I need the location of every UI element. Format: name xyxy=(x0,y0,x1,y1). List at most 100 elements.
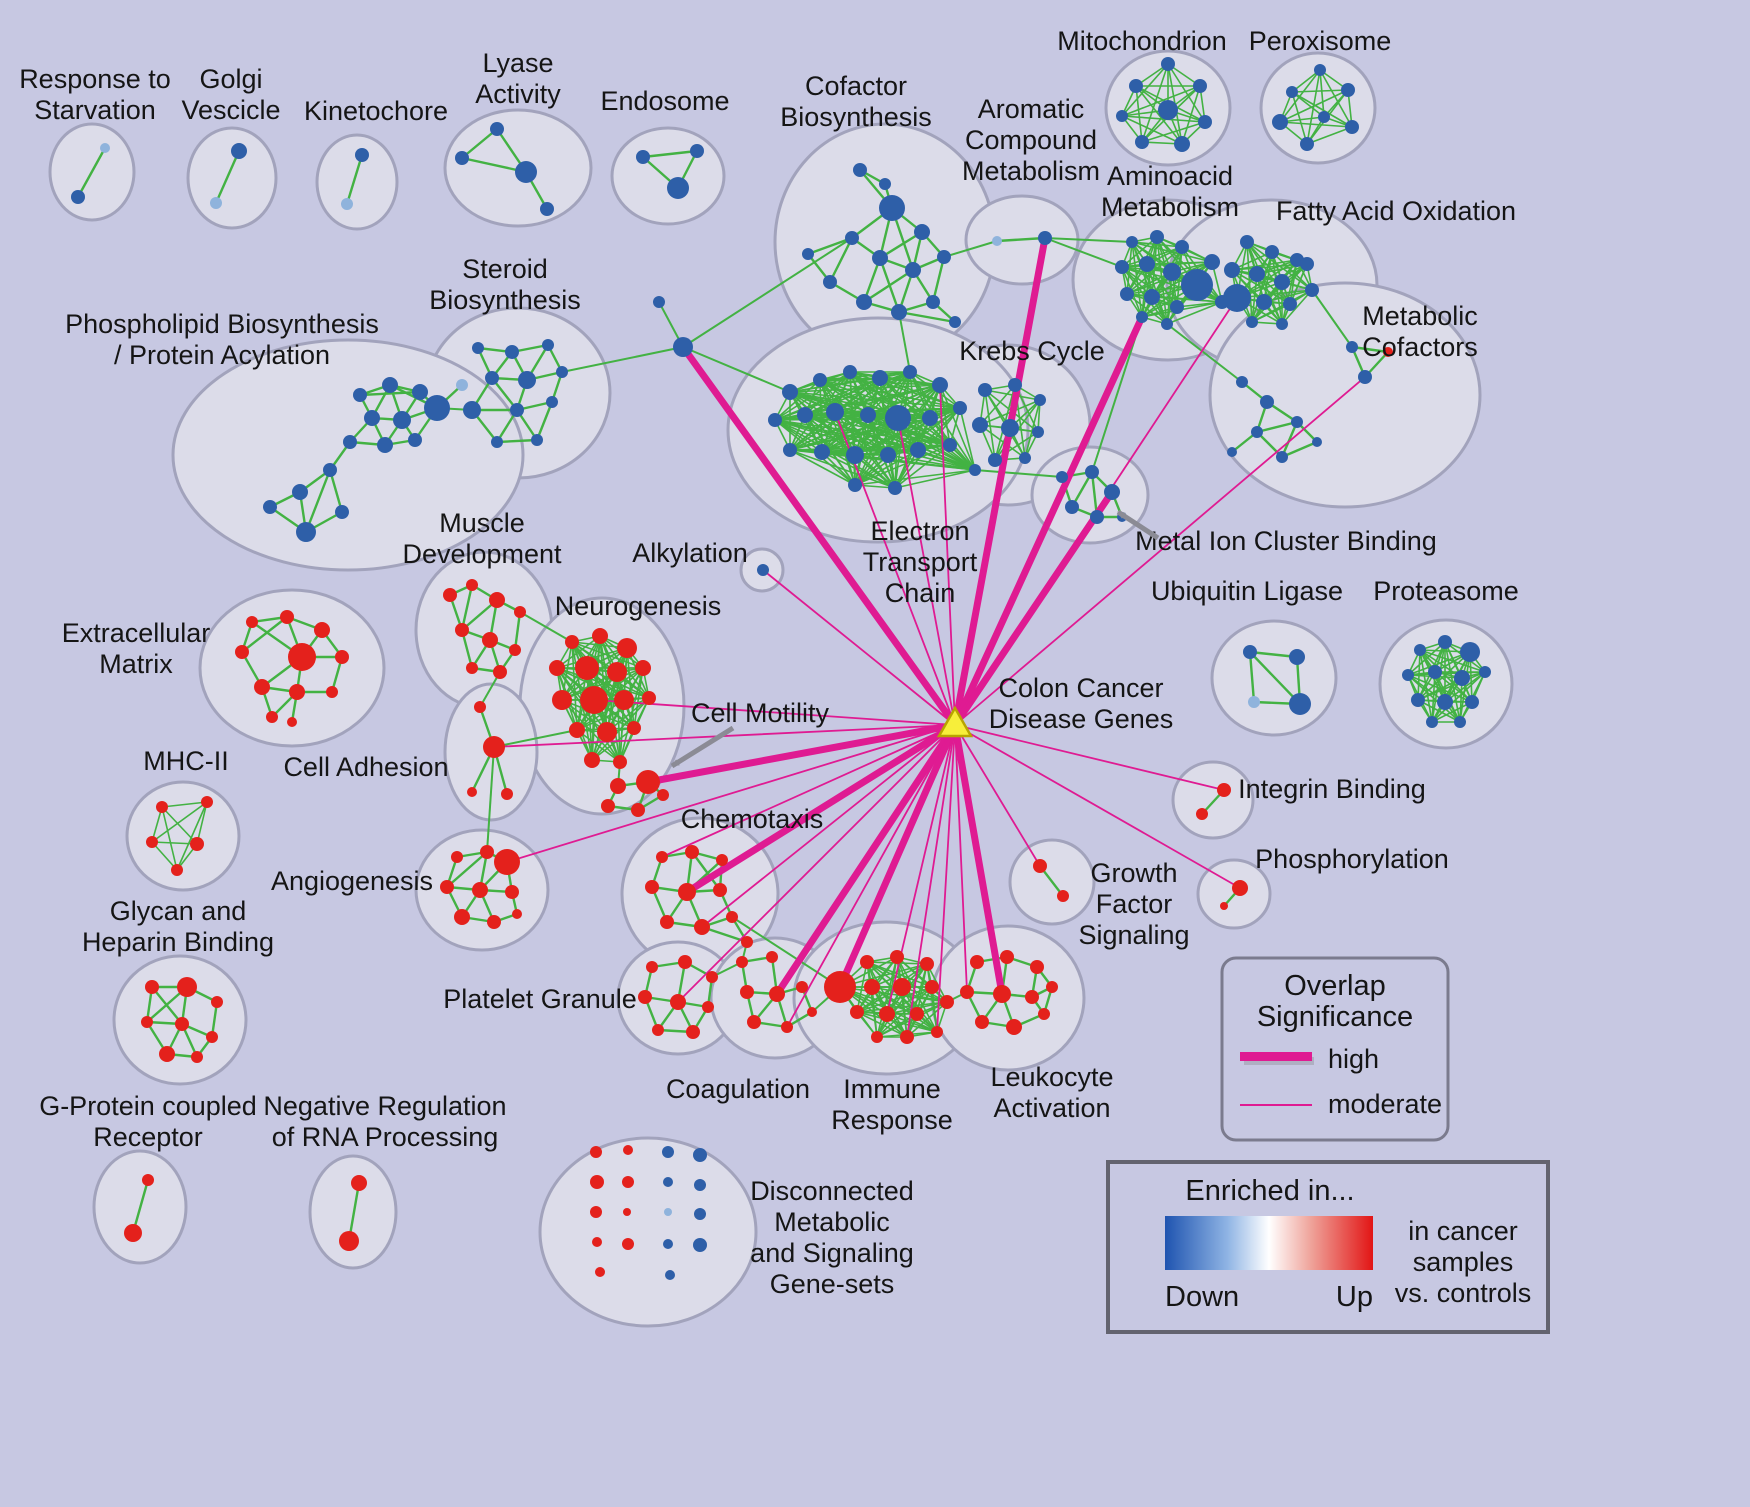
gene-set-node xyxy=(1115,260,1129,274)
inter-cluster-edge xyxy=(561,346,684,373)
gene-set-node xyxy=(456,379,468,391)
gene-set-edge xyxy=(1121,236,1158,268)
gene-set-edge xyxy=(939,384,976,471)
legend-overlap-box xyxy=(1220,956,1450,1142)
annotation-arrow-1 xyxy=(1116,509,1160,541)
gene-set-node xyxy=(584,752,600,768)
inter-cluster-edge xyxy=(1044,237,1133,243)
gene-set-node xyxy=(1034,394,1046,406)
gene-set-edge xyxy=(979,384,1016,426)
gene-set-node xyxy=(1437,694,1453,710)
gene-set-node xyxy=(382,377,398,393)
gene-set-edge xyxy=(1407,651,1471,676)
gene-set-node xyxy=(1246,316,1258,328)
gene-set-edge xyxy=(1417,671,1486,701)
gene-set-edge xyxy=(1167,63,1206,123)
legend-enriched-title: Enriched in... xyxy=(1185,1175,1354,1207)
gene-set-node xyxy=(848,478,862,492)
cluster-label-cell-motility: Cell Motility xyxy=(691,698,830,728)
overlap-link-moderate xyxy=(954,724,1225,791)
gene-set-edge xyxy=(1251,289,1313,323)
gene-set-edge xyxy=(854,469,976,486)
gene-set-node xyxy=(490,122,504,136)
gene-set-node xyxy=(1227,447,1237,457)
inter-cluster-edge xyxy=(1166,323,1243,383)
cluster-bubble-kinetochore xyxy=(315,133,399,231)
gene-set-node xyxy=(943,438,957,452)
gene-set-node xyxy=(768,413,782,427)
gene-set-node xyxy=(1008,378,1022,392)
gene-set-node xyxy=(443,588,457,602)
gene-set-node xyxy=(613,755,627,769)
gene-set-node xyxy=(1300,137,1314,151)
gene-set-node xyxy=(631,803,645,817)
gene-set-node xyxy=(922,410,938,426)
gene-set-node xyxy=(1116,110,1128,122)
gene-set-node xyxy=(466,579,478,591)
gene-set-node xyxy=(879,1006,895,1022)
gene-set-edge xyxy=(1141,263,1148,318)
gene-set-node xyxy=(1341,83,1355,97)
gene-set-edge xyxy=(1319,69,1353,128)
gene-set-node xyxy=(595,1267,605,1277)
gene-set-edge xyxy=(1431,671,1486,723)
cluster-label-angiogenesis: Angiogenesis xyxy=(271,866,433,896)
gene-set-edge xyxy=(959,407,976,471)
gene-set-node xyxy=(1454,716,1466,728)
gene-set-node xyxy=(552,690,572,710)
gene-set-edge xyxy=(1279,89,1349,123)
gene-set-node xyxy=(355,148,369,162)
gene-set-node xyxy=(1019,452,1031,464)
gene-set-node xyxy=(493,665,507,679)
gene-set-edge xyxy=(691,851,721,891)
cluster-bubble-extracellular-matrix xyxy=(198,588,386,748)
gene-set-node xyxy=(494,849,520,875)
gene-set-node xyxy=(1286,86,1298,98)
gene-set-edge xyxy=(359,390,421,397)
overlap-link-moderate xyxy=(677,724,956,1003)
cluster-label-cell-adhesion: Cell Adhesion xyxy=(283,752,448,782)
gene-set-node xyxy=(590,1206,602,1218)
gene-set-edge xyxy=(161,801,208,808)
gene-set-node xyxy=(142,1174,154,1186)
gene-set-node xyxy=(1033,859,1047,873)
legend-moderate-label: moderate xyxy=(1328,1089,1442,1119)
cluster-label-ubiquitin-ligase: Ubiquitin Ligase xyxy=(1151,576,1343,606)
cluster-label-platelet-granule: Platelet Granule xyxy=(443,984,637,1014)
gene-set-edge xyxy=(856,961,868,1013)
gene-set-node xyxy=(638,990,652,1004)
gene-set-node xyxy=(879,178,891,190)
overlap-link-moderate xyxy=(954,427,1011,726)
gene-set-node xyxy=(656,851,668,863)
gene-set-edge xyxy=(931,256,946,303)
gene-set-node xyxy=(685,845,699,859)
gene-set-edge xyxy=(774,371,851,421)
gene-set-node xyxy=(556,366,568,378)
gene-set-node xyxy=(663,1239,673,1249)
gene-set-node xyxy=(601,799,615,813)
overlap-link-moderate xyxy=(936,724,956,1033)
cluster-label-integrin-binding: Integrin Binding xyxy=(1238,774,1426,804)
gene-set-node xyxy=(1139,256,1155,272)
gene-set-node xyxy=(1276,451,1288,463)
gene-set-node xyxy=(914,224,930,240)
inter-cluster-edge xyxy=(1044,237,1123,268)
gene-set-node xyxy=(489,592,505,608)
overlap-link-high xyxy=(773,721,959,998)
gene-set-node xyxy=(969,464,981,476)
inter-cluster-edge xyxy=(1311,289,1353,348)
cluster-label-phosphorylation: Phosphorylation xyxy=(1255,844,1449,874)
gene-set-node xyxy=(1402,669,1414,681)
gene-set-edge xyxy=(839,986,948,1003)
gene-set-node xyxy=(796,981,808,993)
gene-set-node xyxy=(487,915,501,929)
gene-set-node xyxy=(1056,471,1068,483)
gene-set-node xyxy=(663,1177,673,1187)
